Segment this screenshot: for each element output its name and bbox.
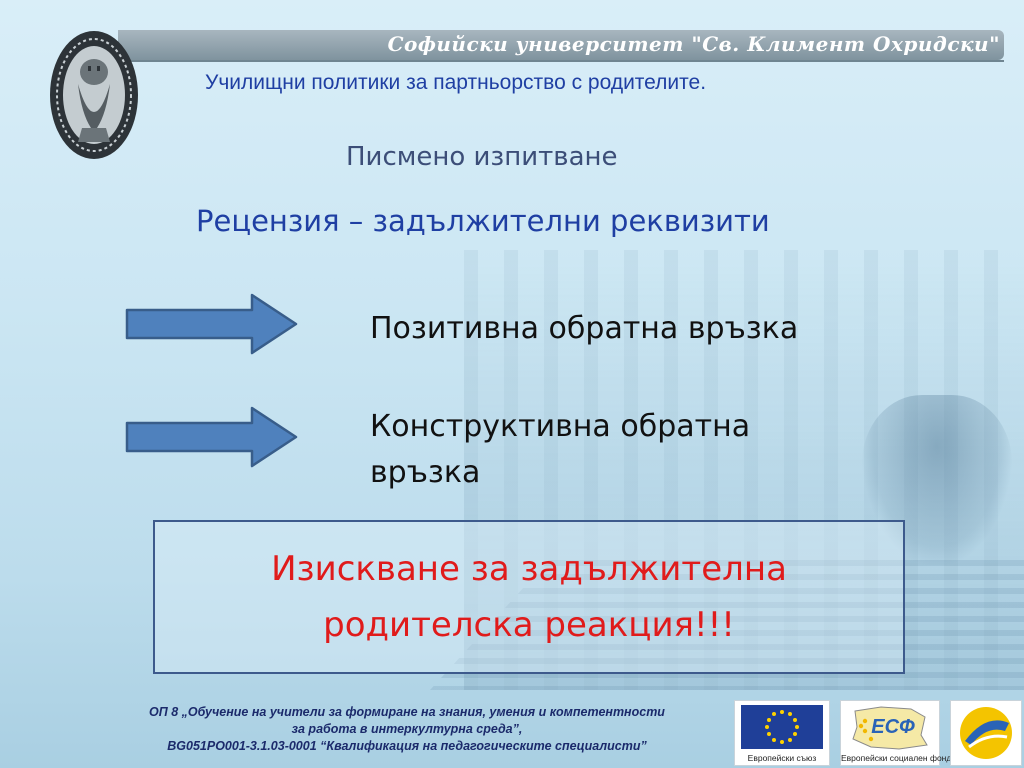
positive-feedback-item: Позитивна обратна връзка bbox=[370, 311, 799, 346]
eu-flag-icon bbox=[741, 705, 823, 749]
header-divider bbox=[118, 60, 1004, 62]
esf-mark: ЕСФ bbox=[871, 716, 915, 738]
presentation-subtitle: Училищни политики за партньорство с роди… bbox=[205, 71, 707, 94]
footer-line: за работа в интеркултурна среда”, bbox=[291, 722, 523, 736]
eu-logo: Европейски съюз bbox=[734, 700, 830, 766]
requirement-box: Изискване за задължителна родителска реа… bbox=[153, 520, 905, 674]
background-building bbox=[464, 250, 1024, 690]
esf-logo-icon: ЕСФ bbox=[852, 706, 928, 750]
ministry-logo-icon bbox=[960, 707, 1012, 759]
constructive-feedback-item: Конструктивна обратна връзка bbox=[370, 409, 751, 490]
university-seal-icon bbox=[50, 31, 138, 159]
background-statue bbox=[862, 395, 1012, 565]
esf-logo: ЕСФ Европейски социален фонд bbox=[840, 700, 952, 766]
esf-caption: Европейски социален фонд bbox=[841, 753, 952, 763]
ministry-logo bbox=[950, 700, 1022, 766]
arrow-right-icon bbox=[125, 293, 298, 355]
slide-heading: Рецензия – задължителни реквизити bbox=[196, 204, 770, 238]
slide-title: Писмено изпитване bbox=[346, 142, 618, 172]
footer-line: BG051PO001-3.1.03-0001 “Квалификация на … bbox=[167, 739, 647, 753]
footer-line: ОП 8 „Обучение на учители за формиране н… bbox=[149, 705, 665, 719]
arrow-right-icon bbox=[125, 406, 298, 468]
requirement-text: Изискване за задължителна родителска реа… bbox=[271, 549, 787, 645]
footer-project-info: ОП 8 „Обучение на учители за формиране н… bbox=[92, 704, 722, 755]
header-band bbox=[118, 30, 1004, 60]
eu-caption: Европейски съюз bbox=[747, 753, 817, 763]
background-stairs bbox=[430, 560, 1024, 690]
university-name: Софийски университет "Св. Климент Охридс… bbox=[387, 32, 1000, 56]
